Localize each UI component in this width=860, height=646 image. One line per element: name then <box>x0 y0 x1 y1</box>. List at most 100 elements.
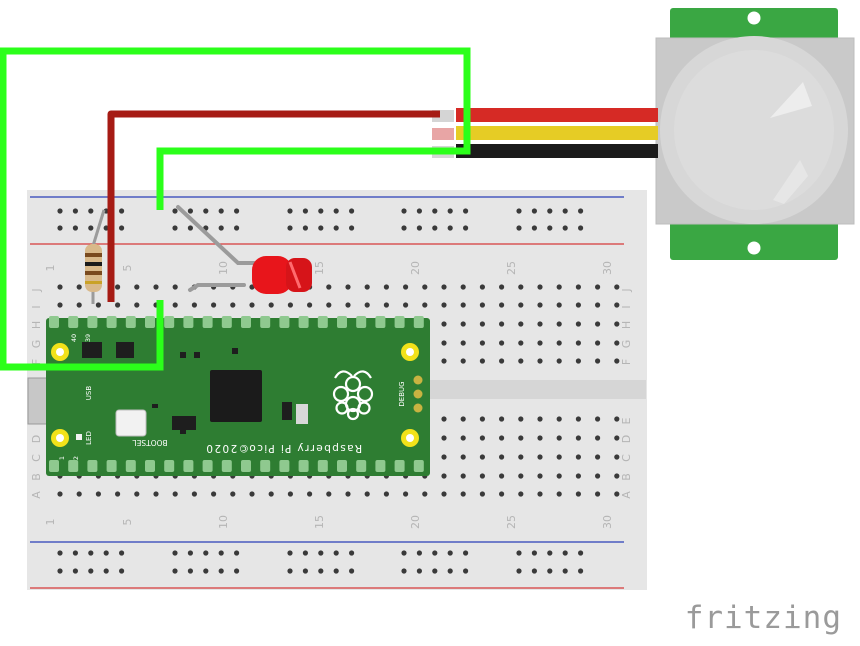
rail-hole <box>234 568 240 574</box>
row-letter: F <box>30 359 43 365</box>
terminal-hole <box>134 302 140 308</box>
pico-pin-pad <box>413 460 424 472</box>
bootsel-button <box>115 409 147 437</box>
terminal-hole <box>441 284 447 290</box>
terminal-hole <box>268 491 274 497</box>
terminal-hole <box>76 284 82 290</box>
terminal-hole <box>537 302 543 308</box>
pico-pin-pad <box>125 316 136 328</box>
pico-pin-pad <box>241 316 251 328</box>
rail-hole <box>463 225 469 231</box>
terminal-hole <box>460 302 466 308</box>
row-letter: D <box>30 435 43 443</box>
smd-component <box>180 430 186 434</box>
pico-pin-pad <box>183 460 194 472</box>
terminal-hole <box>575 302 582 308</box>
rail-hole <box>88 225 94 231</box>
pico-pin-pad <box>317 316 328 328</box>
terminal-hole <box>575 473 582 479</box>
smd-component <box>194 352 200 358</box>
column-number: 5 <box>121 265 134 272</box>
rail-hole <box>72 550 78 556</box>
terminal-hole <box>499 435 505 441</box>
rail-hole <box>318 568 324 574</box>
terminal-hole <box>441 454 447 460</box>
pico-pin-pad <box>202 460 213 472</box>
rail-hole <box>401 208 407 214</box>
rail-hole <box>287 225 293 231</box>
pico-pin-pad <box>241 460 251 472</box>
terminal-hole <box>518 491 524 497</box>
pir-wire-yellow <box>456 126 658 140</box>
column-number: 25 <box>505 515 518 529</box>
smd-component <box>232 348 238 354</box>
column-number: 15 <box>313 261 326 275</box>
terminal-hole <box>499 358 505 364</box>
pico-pin-pad <box>164 460 175 472</box>
rail-hole <box>578 225 584 231</box>
terminal-hole <box>595 454 601 460</box>
terminal-hole <box>287 302 293 308</box>
row-letter: H <box>30 321 43 329</box>
usb-label: USB <box>85 386 93 401</box>
terminal-hole <box>172 302 178 308</box>
terminal-hole <box>556 454 562 460</box>
ic-component <box>82 342 102 358</box>
terminal-hole <box>441 358 447 364</box>
terminal-hole <box>518 284 524 290</box>
terminal-hole <box>479 454 485 460</box>
terminal-hole <box>95 491 101 497</box>
terminal-hole <box>249 302 255 308</box>
pin-number-1: 1 <box>58 456 66 460</box>
terminal-hole <box>518 340 524 346</box>
rail-hole <box>432 550 438 556</box>
terminal-hole <box>403 302 409 308</box>
rail-hole <box>203 568 209 574</box>
column-numbers-top: 1 5 10 15 20 25 30 <box>44 261 614 275</box>
terminal-hole <box>499 302 505 308</box>
terminal-hole <box>518 454 524 460</box>
rp2040-chip <box>210 370 262 422</box>
rail-hole <box>349 225 355 231</box>
rail-hole <box>287 568 293 574</box>
ic-component <box>116 342 134 358</box>
led-body <box>252 256 292 294</box>
resistor-body <box>85 244 102 292</box>
rail-hole <box>57 225 63 231</box>
terminal-hole <box>383 284 389 290</box>
row-letter: J <box>620 288 633 292</box>
row-letter: A <box>30 491 43 499</box>
rail-hole <box>349 550 355 556</box>
rail-hole <box>447 208 453 214</box>
column-numbers-bottom: 1 5 10 15 20 25 30 <box>44 515 614 529</box>
terminal-hole <box>364 284 370 290</box>
terminal-hole <box>460 454 466 460</box>
terminal-hole <box>230 491 236 497</box>
terminal-hole <box>460 358 466 364</box>
pico-pin-pad <box>68 460 79 472</box>
rail-hole <box>218 208 224 214</box>
terminal-hole <box>499 454 505 460</box>
wire-green <box>0 47 471 371</box>
led-highlight <box>288 261 302 289</box>
rail-hole <box>187 225 193 231</box>
rail-hole <box>547 568 553 574</box>
terminal-hole <box>614 284 620 290</box>
rail-hole <box>72 225 78 231</box>
resistor-band <box>85 262 102 266</box>
terminal-hole <box>134 284 140 290</box>
terminal-hole <box>479 340 485 346</box>
terminal-hole <box>614 358 620 364</box>
terminal-hole <box>268 302 274 308</box>
rail-hole <box>578 568 584 574</box>
terminal-hole <box>614 473 620 479</box>
row-letter: I <box>620 305 633 308</box>
terminal-hole <box>95 302 101 308</box>
pico-pin-headers <box>49 316 424 472</box>
debug-pad <box>413 375 423 385</box>
terminal-hole <box>403 491 409 497</box>
wire-green-path <box>0 47 471 371</box>
terminal-hole <box>537 435 543 441</box>
terminal-hole <box>556 284 562 290</box>
row-letter: C <box>30 454 43 462</box>
